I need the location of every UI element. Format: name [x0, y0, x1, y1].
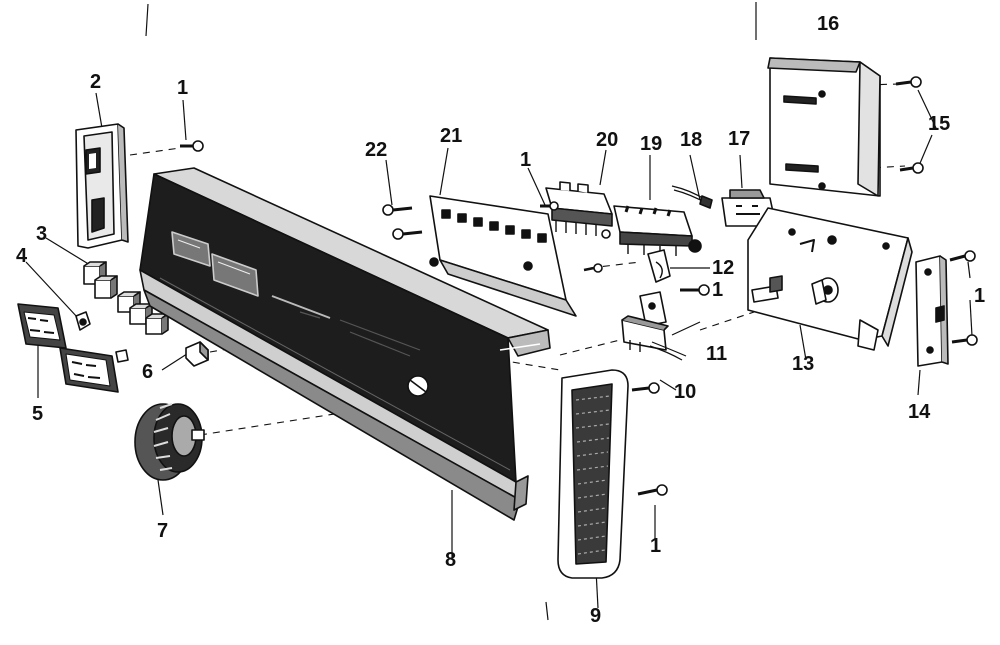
switch-bracket — [639, 291, 667, 327]
label-part-17: 17 — [728, 128, 750, 150]
label-part-2: 2 — [90, 71, 101, 93]
screw-1c-icon — [680, 284, 710, 296]
end-cap-left — [75, 123, 129, 249]
push-buttons — [83, 261, 169, 335]
screw-22b-icon — [392, 228, 423, 240]
label-part-5: 5 — [32, 403, 43, 425]
label-part-1c: 1 — [712, 279, 723, 301]
push-button-switch — [545, 181, 613, 236]
screw-10-icon — [631, 382, 660, 394]
switch-mounting-plate — [429, 195, 577, 317]
label-part-19: 19 — [640, 133, 662, 155]
screw-1f-icon — [951, 334, 978, 346]
screw-22-icon — [382, 204, 413, 216]
vent-grille — [557, 369, 629, 579]
label-part-13: 13 — [792, 353, 814, 375]
label-part-15: 15 — [928, 113, 950, 135]
label-part-6: 6 — [142, 361, 153, 383]
label-part-1e: 1 — [974, 285, 985, 307]
label-part-1b: 1 — [520, 149, 531, 171]
label-part-9: 9 — [590, 605, 601, 627]
scan-marks — [145, 2, 757, 621]
label-part-20: 20 — [596, 129, 618, 151]
screw-1b-icon — [540, 201, 559, 211]
indicator-light — [115, 341, 209, 367]
timer-bracket — [747, 207, 913, 351]
label-part-21: 21 — [440, 125, 462, 147]
screw-21-icon — [583, 263, 603, 273]
leader-lines — [25, 89, 973, 609]
part-labels: 1 2 3 4 5 6 7 8 9 10 11 12 13 14 15 16 1… — [16, 13, 985, 627]
screw-1d-icon — [637, 484, 668, 496]
screw-1a-icon — [180, 140, 204, 152]
selector-switch — [613, 205, 702, 256]
label-part-14: 14 — [908, 401, 931, 423]
screw-15a-icon — [895, 76, 922, 88]
screw-15b-icon — [899, 162, 924, 174]
label-part-8: 8 — [445, 549, 456, 571]
clip — [647, 249, 671, 283]
label-part-18: 18 — [680, 129, 702, 151]
label-part-16: 16 — [817, 13, 839, 35]
timer-cover — [767, 57, 881, 197]
button-bezel — [17, 303, 119, 393]
timer-knob — [134, 403, 205, 481]
label-part-10: 10 — [674, 381, 696, 403]
screws — [180, 76, 978, 496]
wire-harness — [671, 185, 713, 209]
screw-1e-icon — [949, 250, 976, 262]
control-panel — [139, 167, 551, 521]
label-part-22: 22 — [365, 139, 387, 161]
door-switch — [621, 315, 687, 361]
label-part-4: 4 — [16, 245, 28, 267]
spring-clip — [75, 311, 91, 331]
screw-20-icon — [601, 229, 611, 239]
end-bracket-right — [915, 255, 949, 367]
label-part-1d: 1 — [650, 535, 661, 557]
label-part-11: 11 — [706, 343, 727, 365]
label-part-3: 3 — [36, 223, 47, 245]
label-part-12: 12 — [712, 257, 734, 279]
label-part-1: 1 — [177, 77, 188, 99]
label-part-7: 7 — [157, 520, 168, 542]
